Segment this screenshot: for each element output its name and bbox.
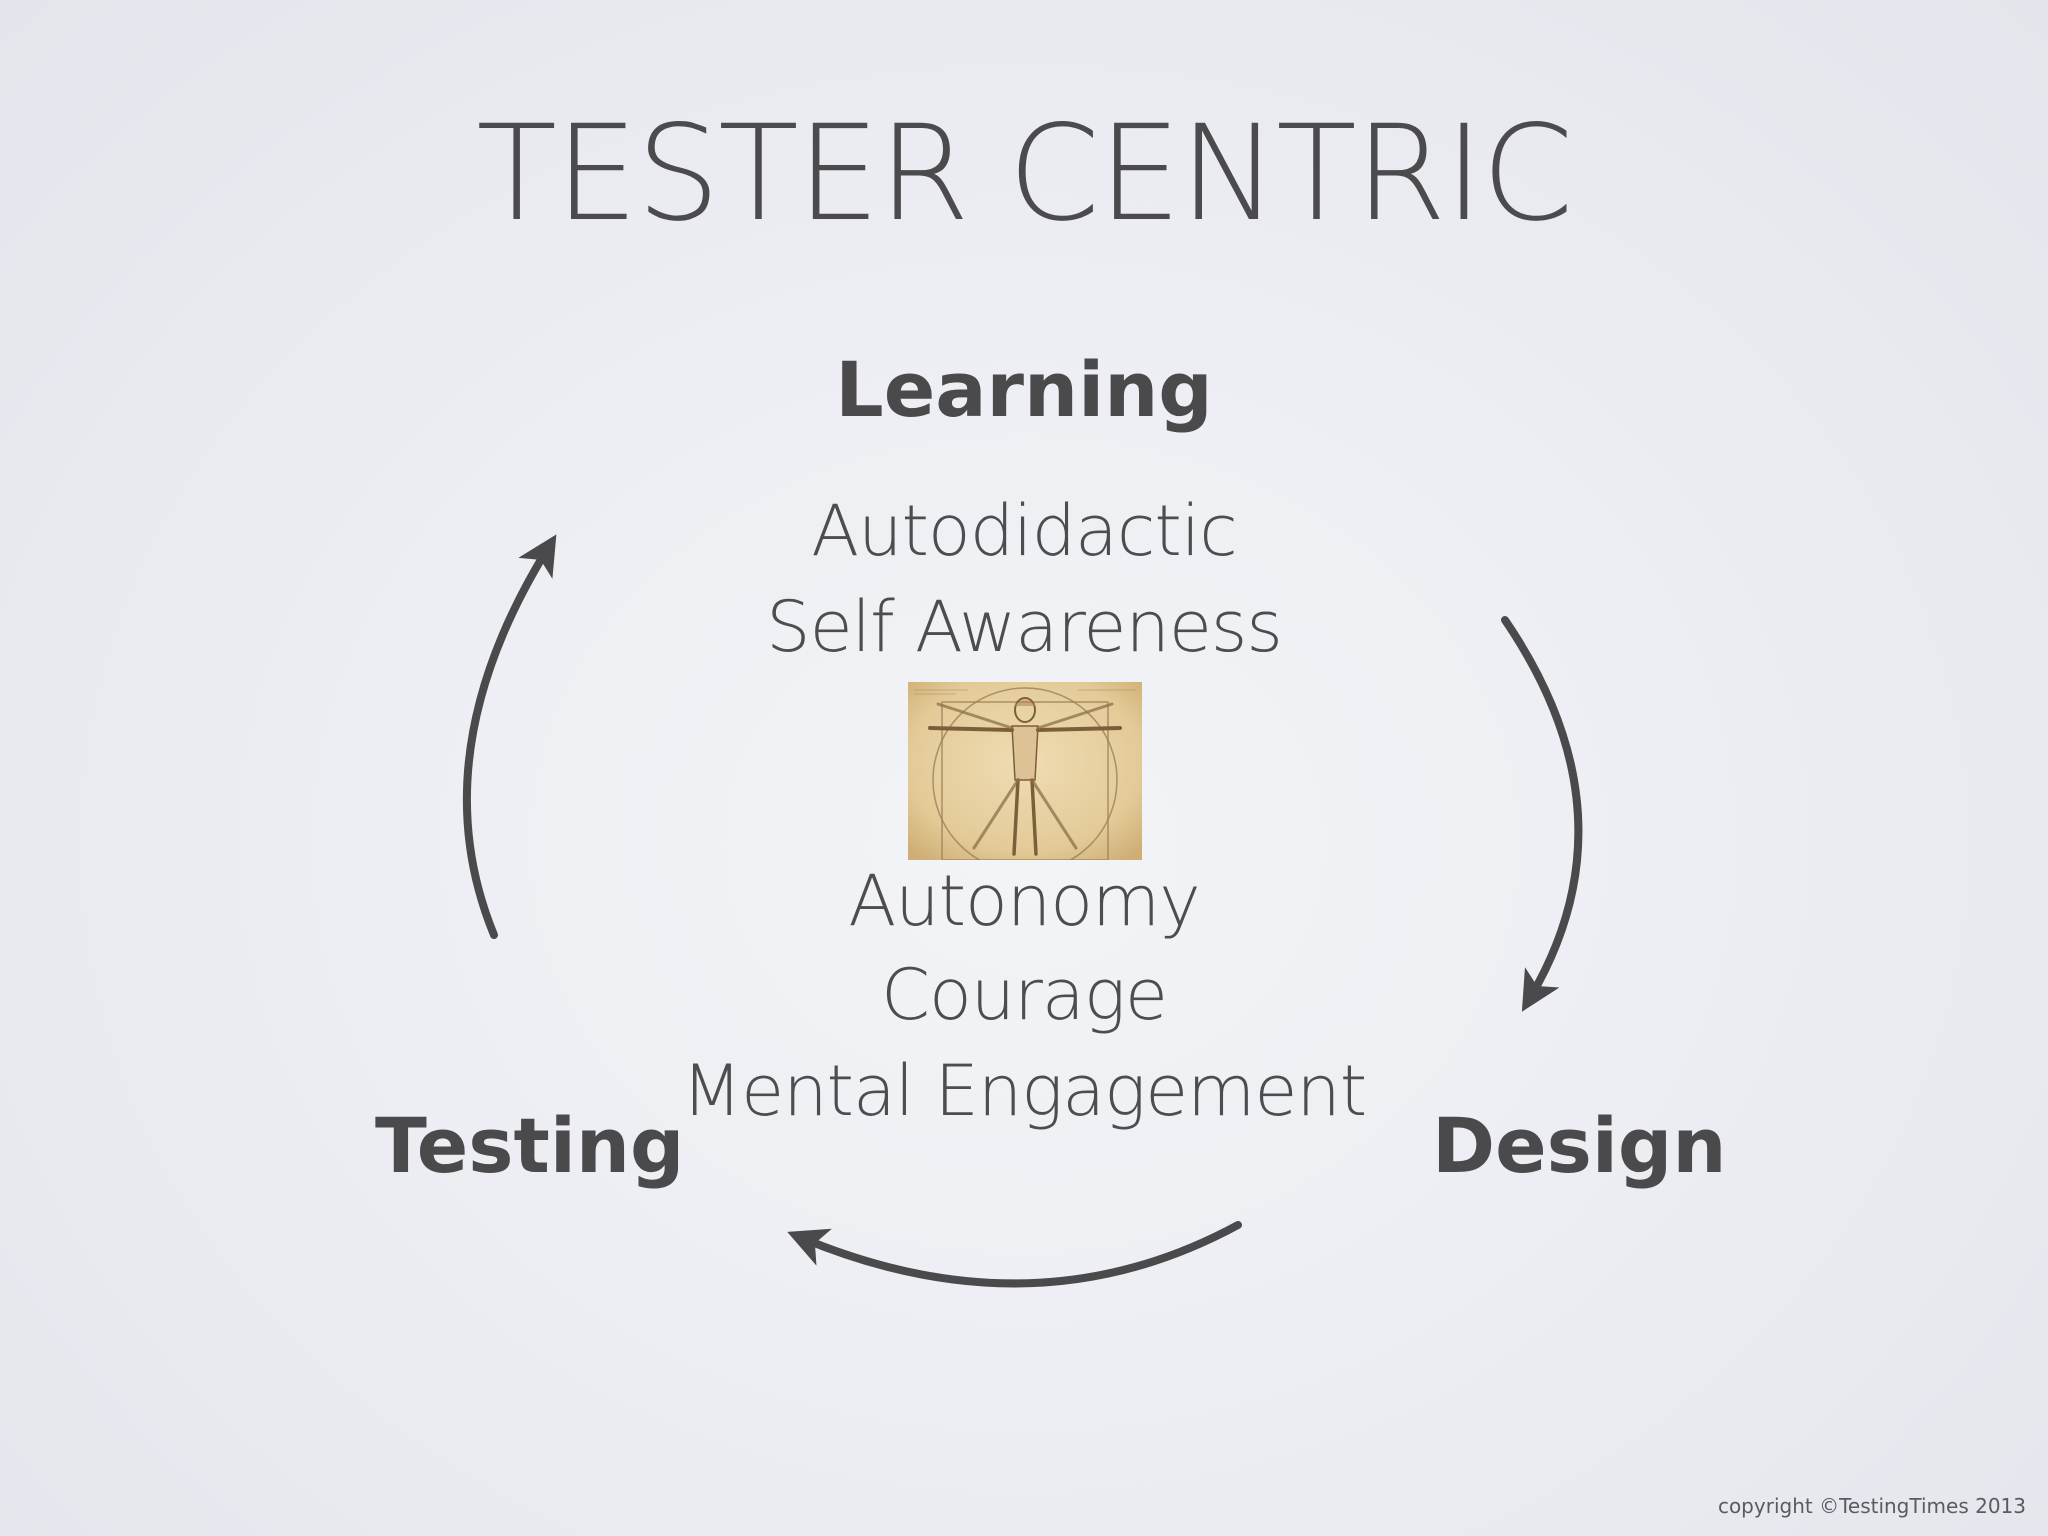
- copyright-notice: copyright ©TestingTimes 2013: [1717, 1494, 2026, 1518]
- trait-autodidactic: Autodidactic: [811, 490, 1238, 572]
- node-design: Design: [1432, 1101, 1727, 1190]
- slide-title: TESTER CENTRIC: [476, 97, 1573, 251]
- arrow-learning-to-design: [1501, 616, 1583, 1012]
- trait-self-awareness: Self Awareness: [766, 586, 1283, 668]
- vitruvian-man-icon: [908, 682, 1142, 860]
- arrow-design-to-testing: [787, 1221, 1242, 1288]
- node-testing: Testing: [375, 1101, 685, 1190]
- trait-mental-engagement: Mental Engagement: [681, 1050, 1368, 1132]
- node-learning: Learning: [835, 345, 1213, 434]
- arrow-testing-to-learning: [462, 534, 557, 939]
- trait-autonomy: Autonomy: [848, 860, 1200, 942]
- trait-courage: Courage: [881, 954, 1168, 1036]
